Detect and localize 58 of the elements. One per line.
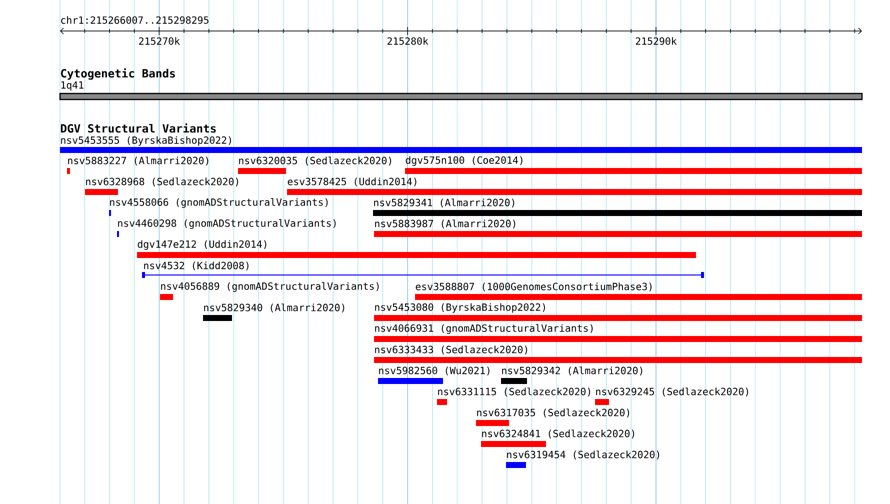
variant-feature: nsv4056889 (gnomADStructuralVariants) [160,282,379,300]
node-label: nsv6329245 (Sedlazeck2020) [596,388,748,396]
locus-label: chr1:215266007..215298295 [61,16,208,24]
node-label: dgv575n100 (Coe2014) [406,156,522,166]
node-label: nsv4532 (Kidd2008) [144,262,248,270]
track-title: Cytogenetic Bands [61,68,175,80]
cytoband: 1q41 [59,81,863,100]
variant-feature: nsv5883987 (Almarri2020) [374,220,862,237]
variant-feature: nsv5883227 (Almarri2020) [67,156,208,174]
node-label: nsv4558066 (gnomADStructuralVariants) [110,198,328,208]
variant-feature: nsv4558066 (gnomADStructuralVariants) [109,198,328,216]
tick-label: 215280k [387,37,428,45]
variant-feature: nsv6317035 (Sedlazeck2020) [476,408,630,426]
node-label: nsv6333433 (Sedlazeck2020) [375,346,528,354]
node-label: nsv4066931 (gnomADStructuralVariants) [375,324,593,334]
tick-label: 215290k [636,37,677,45]
node-label: nsv6324841 (Sedlazeck2020) [482,430,634,438]
variant-feature: dgv575n100 (Coe2014) [405,156,862,174]
node-label: dgv147e212 (Uddin2014) [138,240,266,250]
variant-feature: esv3588807 (1000GenomesConsortiumPhase3) [415,282,862,300]
variant-feature: nsv4066931 (gnomADStructuralVariants) [374,324,862,342]
node-label: nsv5453555 (ByrskaBishop2022) [61,136,231,146]
variant-feature: nsv5829341 (Almarri2020) [373,198,862,216]
node-label: nsv5829340 (Almarri2020) [204,304,344,312]
variant-feature: nsv6333433 (Sedlazeck2020) [374,346,862,363]
node-label: nsv6320035 (Sedlazeck2020) [239,156,392,166]
variant-feature: dgv147e212 (Uddin2014) [137,240,696,258]
variant-feature: nsv5453555 (ByrskaBishop2022) [60,136,862,153]
variant-feature: nsv4460298 (gnomADStructuralVariants) [117,219,336,237]
node-label: nsv6319454 (Sedlazeck2020) [507,450,660,460]
variant-feature: nsv6329245 (Sedlazeck2020) [595,388,748,405]
node-label: nsv5883987 (Almarri2020) [375,220,516,228]
node-label: nsv4056889 (gnomADStructuralVariants) [161,282,379,292]
node-label: nsv5453080 (ByrskaBishop2022) [375,303,545,313]
node-label: nsv5883227 (Almarri2020) [68,156,208,166]
variant-feature: nsv6319454 (Sedlazeck2020) [506,450,660,468]
variant-feature: nsv6328968 (Sedlazeck2020) [85,178,238,195]
variant-feature: nsv6331115 (Sedlazeck2020) [437,388,590,405]
variant-feature: nsv6324841 (Sedlazeck2020) [481,430,634,447]
node-label: nsv5829342 (Almarri2020) [502,366,642,376]
node-label: nsv4460298 (gnomADStructuralVariants) [118,219,336,229]
variant-feature: nsv5829342 (Almarri2020) [501,366,642,384]
variant-feature: nsv5982560 (Wu2021) [378,366,490,384]
node-label: nsv6331115 (Sedlazeck2020) [438,388,590,396]
node-label: 1q41 [61,81,84,91]
node-label: nsv6328968 (Sedlazeck2020) [86,178,238,186]
node-label: esv3588807 (1000GenomesConsortiumPhase3) [416,282,652,292]
track-title: DGV Structural Variants [60,123,216,133]
node-label: nsv6317035 (Sedlazeck2020) [477,408,630,418]
variant-feature: nsv5829340 (Almarri2020) [203,304,344,321]
tick-label: 215270k [139,37,180,45]
variant-feature: nsv5453080 (ByrskaBishop2022) [374,303,862,321]
node-label: esv3578425 (Uddin2014) [288,178,416,186]
variant-feature: esv3578425 (Uddin2014) [287,178,862,195]
variant-feature: nsv4532 (Kidd2008) [142,262,704,278]
node-label: nsv5829341 (Almarri2020) [374,198,514,208]
variant-feature: nsv6320035 (Sedlazeck2020) [238,156,392,174]
node-label: nsv5982560 (Wu2021) [379,366,490,376]
